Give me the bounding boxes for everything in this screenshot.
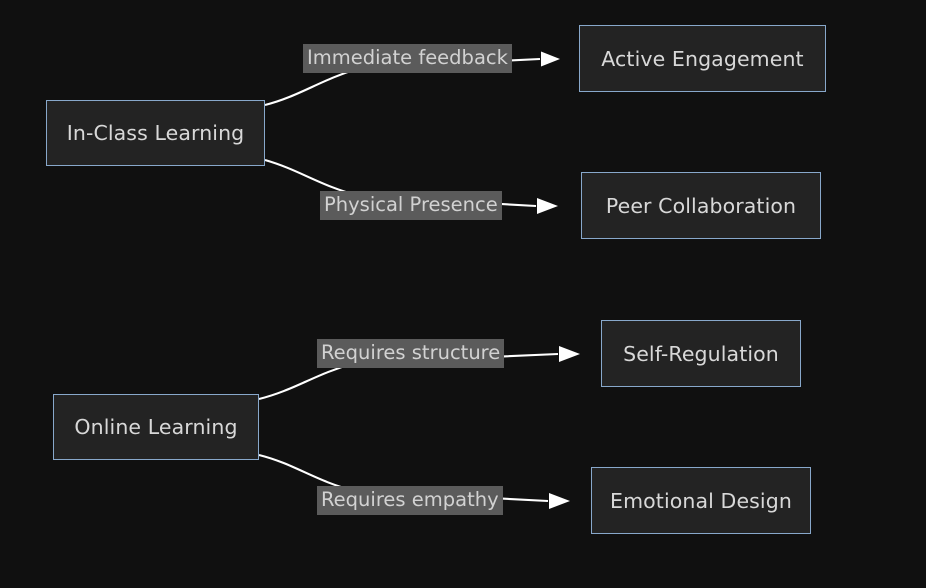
node-label: Active Engagement	[601, 46, 804, 71]
arrowhead-immediate-feedback	[541, 51, 560, 67]
edge-label-requires-empathy: Requires empathy	[317, 486, 503, 515]
node-label: Online Learning	[74, 415, 238, 439]
arrowhead-requires-structure	[559, 346, 580, 362]
arrowhead-requires-empathy	[549, 493, 570, 509]
node-active-engagement[interactable]: Active Engagement	[579, 25, 826, 92]
edge-label-requires-structure: Requires structure	[317, 339, 505, 368]
node-in-class-learning[interactable]: In-Class Learning	[46, 100, 265, 166]
node-label: Emotional Design	[610, 488, 792, 513]
node-online-learning[interactable]: Online Learning	[53, 394, 259, 460]
node-peer-collaboration[interactable]: Peer Collaboration	[581, 172, 821, 239]
edge-label-immediate-feedback: Immediate feedback	[303, 44, 512, 73]
node-self-regulation[interactable]: Self-Regulation	[601, 320, 801, 387]
node-label: In-Class Learning	[66, 121, 245, 145]
node-label: Peer Collaboration	[605, 193, 797, 218]
arrowhead-physical-presence	[537, 198, 558, 214]
node-label: Self-Regulation	[623, 341, 779, 366]
node-emotional-design[interactable]: Emotional Design	[591, 467, 811, 534]
edge-label-physical-presence: Physical Presence	[320, 191, 502, 220]
